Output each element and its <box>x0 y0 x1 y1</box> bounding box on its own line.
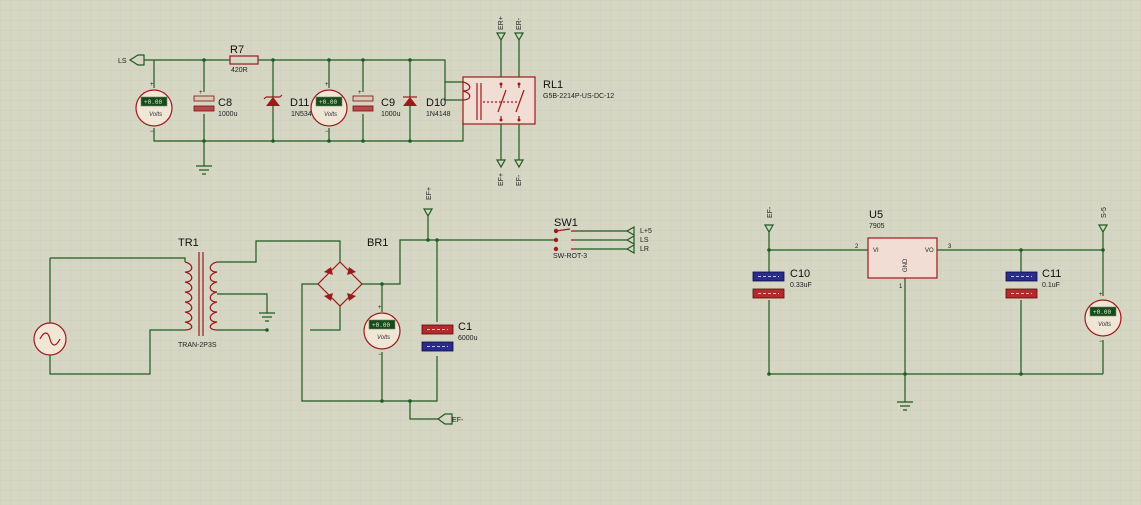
meter-unit: Volts <box>1098 322 1111 328</box>
meter-unit: Volts <box>377 335 390 341</box>
meter-plus: + <box>378 305 382 311</box>
capacitor-c11[interactable]: C11 0.1uF <box>1005 268 1061 299</box>
voltmeter-4[interactable]: +0.00 Volts + − <box>1084 292 1122 345</box>
component-value: 0.33uF <box>790 282 812 289</box>
component-ref: D11 <box>290 97 309 109</box>
meter-reading: +0.00 <box>144 99 162 106</box>
component-ref: TR1 <box>178 237 199 249</box>
pin-number-gnd: 1 <box>899 284 903 290</box>
meter-plus: + <box>325 82 329 88</box>
component-ref: BR1 <box>367 237 388 249</box>
component-ref: C8 <box>218 97 232 109</box>
voltmeter-1[interactable]: +0.00 Volts + − <box>135 82 173 135</box>
meter-reading: +0.00 <box>1093 309 1111 316</box>
terminal-label: EF+ <box>498 173 505 186</box>
meter-minus: − <box>325 129 329 135</box>
component-value: 0.1uF <box>1042 282 1060 289</box>
pin-vi: VI <box>873 248 879 254</box>
capacitor-c9[interactable]: + C9 1000u <box>352 90 401 118</box>
component-value: 6000u <box>458 335 478 342</box>
terminal-er-plus[interactable]: ER+ <box>495 16 507 42</box>
meter-reading: +0.00 <box>372 322 390 329</box>
component-value: 1000u <box>218 111 238 118</box>
component-value: 1N4148 <box>426 111 451 118</box>
terminal-label: EF- <box>516 174 523 186</box>
component-value: 1000u <box>381 111 401 118</box>
terminal-label: S-5 <box>1101 207 1108 218</box>
rotary-switch-sw1[interactable]: SW1 SW-ROT-3 <box>553 217 587 260</box>
component-value: TRAN-2P3S <box>178 342 217 349</box>
component-ref: C1 <box>458 321 472 333</box>
component-value: 420R <box>231 67 248 74</box>
terminal-l5[interactable]: L+5 <box>625 225 652 237</box>
pin-number-vi: 2 <box>855 244 859 250</box>
terminal-ef-minus-relay[interactable]: EF- <box>513 159 525 186</box>
component-ref: C10 <box>790 268 810 280</box>
regulator-u5[interactable]: VI VO GND 2 3 1 U5 7905 <box>855 209 952 290</box>
meter-minus: − <box>378 352 382 358</box>
meter-minus: − <box>150 129 154 135</box>
svg-text:+: + <box>199 90 203 96</box>
terminal-label: EF+ <box>426 187 433 200</box>
terminal-lr[interactable]: LR <box>625 243 649 255</box>
voltmeter-2[interactable]: +0.00 Volts + − <box>310 82 348 135</box>
terminal-ef-plus-relay[interactable]: EF+ <box>495 159 507 186</box>
terminal-label: EF- <box>452 417 464 424</box>
bridge-rectifier-br1[interactable]: BR1 <box>317 237 388 307</box>
voltmeter-3[interactable]: +0.00 Volts + − <box>363 305 401 358</box>
svg-text:+: + <box>358 90 362 96</box>
component-ref: U5 <box>869 209 883 221</box>
capacitor-c8[interactable]: + C8 1000u <box>193 90 238 118</box>
capacitor-c10[interactable]: C10 0.33uF <box>752 268 812 299</box>
component-ref: R7 <box>230 44 244 56</box>
component-ref: D10 <box>426 97 446 109</box>
terminal-ls[interactable]: LS <box>118 54 145 66</box>
component-ref: C9 <box>381 97 395 109</box>
ground-symbol <box>196 165 212 175</box>
terminal-ef-minus[interactable]: EF- <box>436 413 464 425</box>
meter-plus: + <box>1099 292 1103 298</box>
pin-number-vo: 3 <box>948 244 952 250</box>
component-value: 7905 <box>869 223 885 230</box>
terminal-ls-switch[interactable]: LS <box>625 234 649 246</box>
component-value: 1N5349BRL <box>291 111 329 118</box>
terminal-ef-minus-regulator[interactable]: EF- <box>763 206 775 234</box>
component-ref: C11 <box>1042 268 1061 280</box>
ac-source[interactable] <box>33 322 67 356</box>
terminal-label: ER+ <box>498 16 505 30</box>
component-ref: RL1 <box>543 79 563 91</box>
zener-diode-d11[interactable]: D11 1N5349BRL <box>263 94 329 118</box>
terminal-label: LR <box>640 246 649 253</box>
terminal-label: L+5 <box>640 228 652 235</box>
relay-driver-circuit: LS R7 420R +0.00 Volts + − + C8 1000u <box>118 16 614 186</box>
pin-vo: VO <box>925 248 934 254</box>
terminal-label: LS <box>640 237 649 244</box>
meter-reading: +0.00 <box>319 99 337 106</box>
component-value: SW-ROT-3 <box>553 253 587 260</box>
meter-unit: Volts <box>149 112 162 118</box>
terminal-label: EF- <box>767 206 774 218</box>
resistor-r7[interactable]: R7 420R <box>229 44 259 74</box>
meter-plus: + <box>150 82 154 88</box>
meter-unit: Volts <box>324 112 337 118</box>
capacitor-c1[interactable]: C1 6000u <box>421 321 478 352</box>
terminal-label: ER- <box>516 17 523 30</box>
terminal-label: LS <box>118 58 127 65</box>
diode-d10[interactable]: D10 1N4148 <box>403 96 451 118</box>
power-supply-circuit: TR1 TRAN-2P3S BR1 +0.00 Volts <box>33 187 652 425</box>
component-value: G5B-2214P-US-DC-12 <box>543 93 614 100</box>
meter-minus: − <box>1099 339 1103 345</box>
relay-rl1[interactable]: RL1 G5B-2214P-US-DC-12 <box>462 76 614 125</box>
component-ref: SW1 <box>554 217 578 229</box>
terminal-ef-plus[interactable]: EF+ <box>422 187 434 218</box>
transformer-tr1[interactable]: TR1 TRAN-2P3S <box>178 237 218 349</box>
terminal-er-minus[interactable]: ER- <box>513 17 525 42</box>
terminal-s5[interactable]: S-5 <box>1097 207 1109 234</box>
pin-gnd: GND <box>903 258 909 272</box>
regulator-circuit: EF- S-5 VI VO GND 2 3 1 U5 7905 C10 0.33… <box>752 206 1122 411</box>
